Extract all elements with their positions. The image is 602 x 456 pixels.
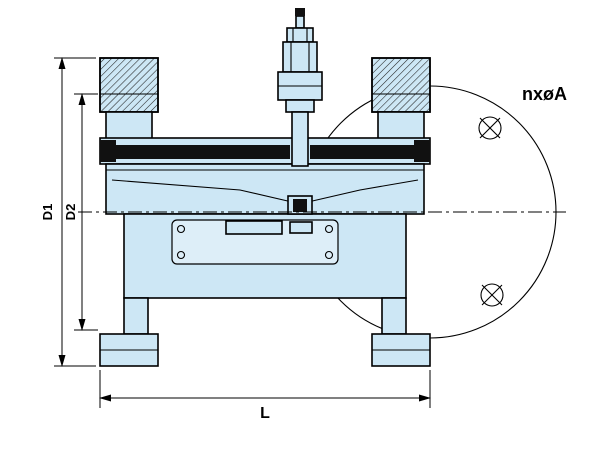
- impeller-core: [293, 199, 307, 212]
- bolt-hole-bottom: [480, 283, 504, 307]
- spindle-cap: [295, 8, 305, 16]
- bolt-holes: nxøA: [478, 84, 567, 307]
- register-plate: [225, 220, 283, 235]
- gasket-end-right: [414, 140, 430, 162]
- window-screw-top-right: [324, 224, 334, 234]
- bolt-hole-top-cross-2: [479, 117, 501, 139]
- left-flange-neck: [105, 111, 153, 141]
- meter-body: [99, 15, 431, 367]
- spindle-tip: [295, 15, 305, 29]
- right-leg: [381, 297, 407, 335]
- bolt-holes-label: nxøA: [522, 84, 567, 104]
- window-screw-bottom-left: [176, 250, 186, 260]
- right-top-flange-hatch: [371, 57, 431, 113]
- sensor-reducer: [285, 99, 315, 113]
- register-block: [289, 221, 313, 234]
- window-screw-bottom-right: [324, 250, 334, 260]
- d1-label: D1: [40, 204, 55, 221]
- window-screw-top-left: [176, 224, 186, 234]
- bolt-hole-top: [478, 116, 502, 140]
- gasket-end-left: [100, 140, 116, 162]
- flow-guide-left: [111, 179, 293, 203]
- dimension-d1: D1: [40, 57, 96, 367]
- dark-details: [100, 8, 430, 212]
- spindle-nut: [286, 27, 314, 43]
- gasket-band-right: [310, 145, 428, 159]
- d2-label: D2: [63, 204, 78, 221]
- upper-chamber: [105, 163, 425, 215]
- flow-guide-right: [307, 179, 419, 203]
- sensor-stem: [291, 111, 309, 167]
- left-top-flange-hatch: [99, 57, 159, 113]
- sensor-upper-body: [282, 41, 318, 73]
- dimension-l: L: [99, 370, 431, 422]
- l-label: L: [260, 405, 270, 422]
- dimension-d2: D2: [63, 93, 98, 331]
- right-flange-neck: [377, 111, 425, 141]
- bolt-hole-bottom-cross-2: [481, 284, 503, 306]
- left-leg: [123, 297, 149, 335]
- gasket-band-left: [102, 145, 290, 159]
